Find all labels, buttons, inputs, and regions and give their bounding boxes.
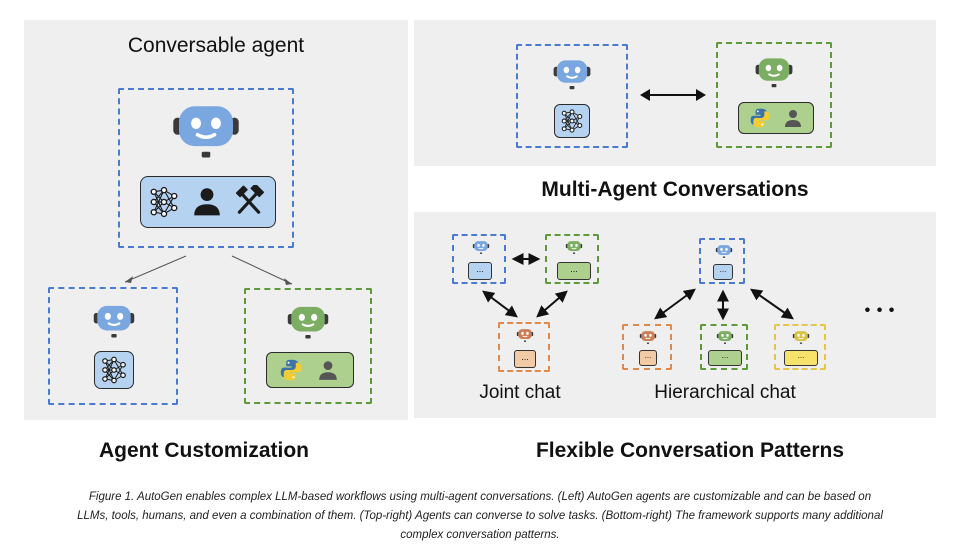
main-agent-box xyxy=(118,88,294,248)
llm-agent-box xyxy=(48,287,178,405)
flexible-patterns-label: Flexible Conversation Patterns xyxy=(535,439,845,462)
capability-card xyxy=(140,176,276,228)
caption-line-1: Figure 1. AutoGen enables complex LLM-ba… xyxy=(88,491,872,503)
caption-line-2: LLMs, tools, humans, and even a combinat… xyxy=(77,510,883,522)
hierarchical-chat-label: Hierarchical chat xyxy=(654,382,796,403)
mini-card: ... xyxy=(713,264,733,280)
joint-agent-b-box: ... xyxy=(545,234,599,284)
mini-card: ... xyxy=(784,350,818,366)
mini-card: ... xyxy=(468,262,492,280)
hier-root-box: ... xyxy=(699,238,745,284)
conv-agent-a-box xyxy=(516,44,628,148)
top-right-panel xyxy=(414,20,936,166)
agent-customization-label: Agent Customization xyxy=(99,439,309,462)
joint-agent-a-box: ... xyxy=(452,234,506,284)
joint-agent-c-box: ... xyxy=(498,322,550,372)
figure-caption: Figure 1. AutoGen enables complex LLM-ba… xyxy=(20,488,940,545)
llm-card xyxy=(94,351,134,389)
ellipsis: • • • xyxy=(864,302,896,319)
conv-agent-b-box xyxy=(716,42,832,148)
hier-child-c-box: ... xyxy=(774,324,826,370)
tool-human-card xyxy=(738,102,814,134)
mini-card: ... xyxy=(514,350,536,368)
mini-card: ... xyxy=(639,350,657,366)
hier-child-a-box: ... xyxy=(622,324,672,370)
multi-agent-label: Multi-Agent Conversations xyxy=(541,178,809,201)
llm-card xyxy=(554,104,590,138)
mini-card: ... xyxy=(708,350,742,366)
tool-human-agent-box xyxy=(244,288,372,404)
hier-child-b-box: ... xyxy=(700,324,748,370)
mini-card: ... xyxy=(557,262,591,280)
joint-chat-label: Joint chat xyxy=(479,382,561,403)
caption-line-3: complex conversation patterns. xyxy=(400,529,560,541)
conversable-agent-title: Conversable agent xyxy=(127,34,305,57)
tool-human-card xyxy=(266,352,354,388)
